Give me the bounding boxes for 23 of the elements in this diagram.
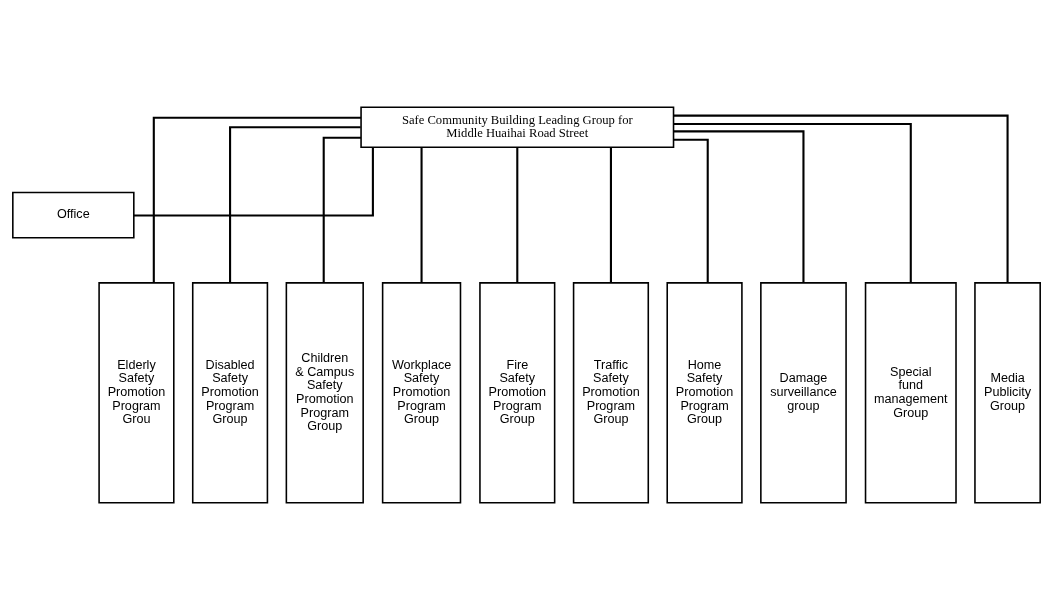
connector [322, 136, 362, 283]
node-box: Special fund management Group [864, 282, 957, 504]
connector [420, 147, 423, 283]
connector [673, 123, 912, 283]
node-box: Workplace Safety Promotion Program Group [381, 282, 462, 504]
connector [673, 138, 709, 283]
node-box: Elderly Safety Promotion Program Grou [98, 282, 175, 504]
connector [673, 130, 805, 283]
connector [133, 147, 374, 217]
node-box: Children & Campus Safety Promotion Program Group [285, 282, 364, 504]
node-box: Office [12, 191, 135, 239]
node-box: Home Safety Promotion Program Group [666, 282, 743, 504]
connector [229, 126, 361, 283]
node-box: Fire Safety Promotion Program Group [479, 282, 556, 504]
node-box: Traffic Safety Promotion Program Group [572, 282, 650, 504]
connector [673, 114, 1009, 283]
node-box: Damage surveillance group [760, 282, 847, 504]
node-box: Safe Community Building Leading Group for Middle Huaihai Road Street [360, 106, 675, 148]
connector [609, 147, 612, 283]
connector [516, 147, 519, 283]
node-box: Disabled Safety Promotion Program Group [191, 282, 269, 504]
node-box: Media Publicity Group [974, 282, 1041, 504]
connector [152, 116, 362, 283]
